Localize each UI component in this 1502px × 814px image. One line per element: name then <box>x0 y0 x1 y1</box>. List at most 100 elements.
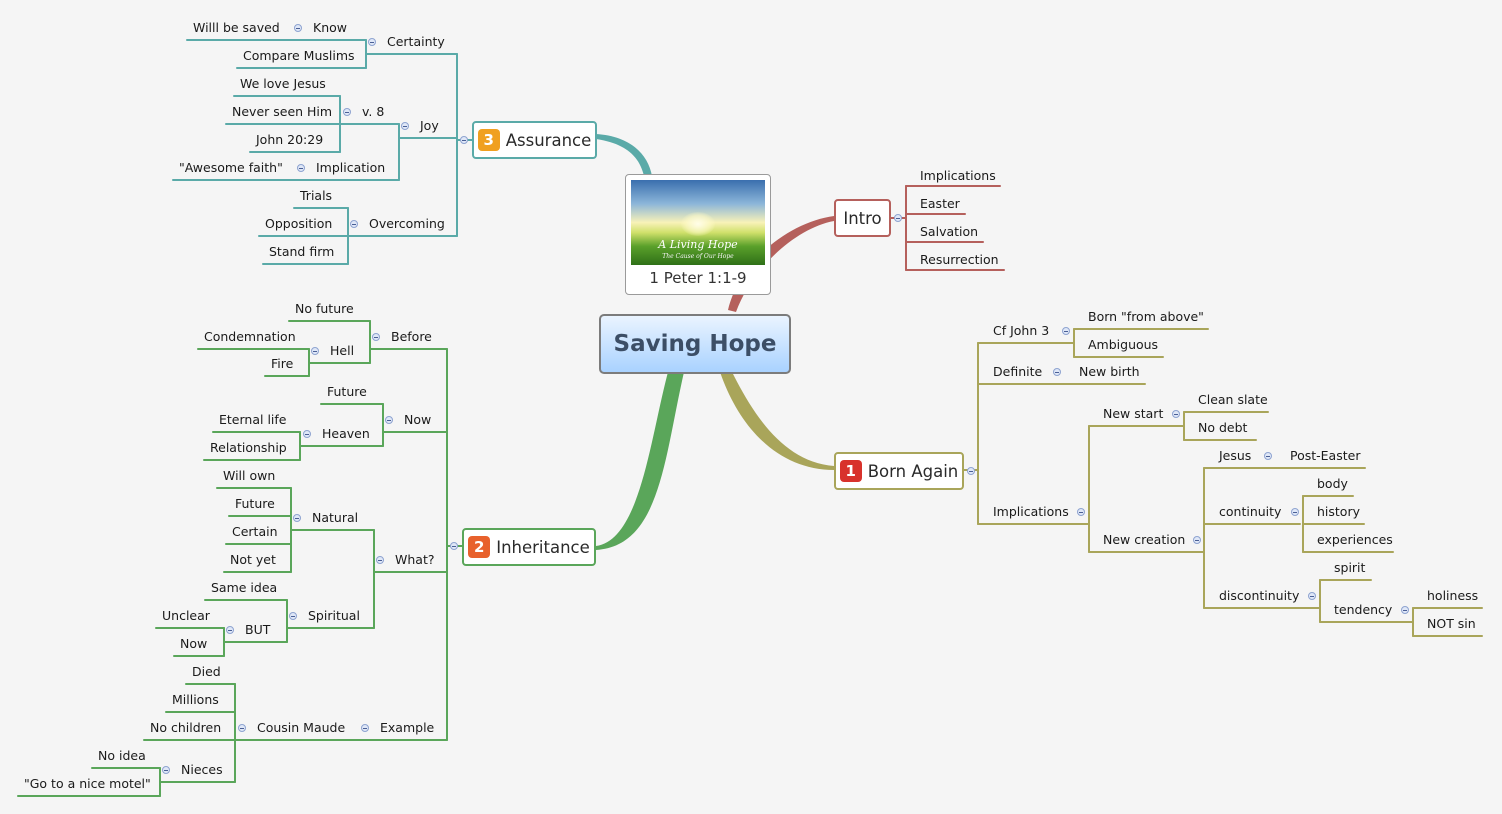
subtopic[interactable]: Hell <box>330 343 355 358</box>
subtopic[interactable]: Never seen Him <box>232 104 333 119</box>
subtopic[interactable]: Certain <box>232 524 278 539</box>
subtopic[interactable]: NOT sin <box>1427 616 1476 631</box>
subtopic[interactable]: What? <box>395 552 435 567</box>
subtopic[interactable]: Certainty <box>387 34 445 49</box>
collapse-toggle-icon[interactable] <box>238 724 246 732</box>
collapse-toggle-icon[interactable] <box>1308 592 1316 600</box>
subtopic[interactable]: Now <box>404 412 432 427</box>
collapse-toggle-icon[interactable] <box>293 514 301 522</box>
subtopic[interactable]: Spiritual <box>308 608 360 623</box>
subtopic[interactable]: Unclear <box>162 608 210 623</box>
topic-inheritance[interactable]: 2 Inheritance <box>462 528 596 566</box>
subtopic[interactable]: spirit <box>1334 560 1366 575</box>
subtopic[interactable]: Opposition <box>265 216 333 231</box>
subtopic[interactable]: Born "from above" <box>1088 309 1204 324</box>
subtopic[interactable]: Trials <box>300 188 333 203</box>
subtopic[interactable]: "Awesome faith" <box>179 160 283 175</box>
collapse-toggle-icon[interactable] <box>350 220 358 228</box>
subtopic[interactable]: Before <box>391 329 432 344</box>
subtopic[interactable]: Willl be saved <box>193 20 280 35</box>
collapse-toggle-icon[interactable] <box>226 626 234 634</box>
subtopic[interactable]: Relationship <box>210 440 287 455</box>
collapse-toggle-icon[interactable] <box>376 556 384 564</box>
subtopic[interactable]: Eternal life <box>219 412 287 427</box>
subtopic[interactable]: No debt <box>1198 420 1248 435</box>
subtopic[interactable]: Implication <box>316 160 386 175</box>
collapse-toggle-icon[interactable] <box>460 136 468 144</box>
subtopic[interactable]: tendency <box>1334 602 1393 617</box>
subtopic[interactable]: Post-Easter <box>1290 448 1361 463</box>
subtopic[interactable]: Compare Muslims <box>243 48 355 63</box>
subtopic[interactable]: Fire <box>271 356 294 371</box>
collapse-toggle-icon[interactable] <box>289 612 297 620</box>
subtopic[interactable]: Easter <box>920 196 960 211</box>
subtopic[interactable]: No idea <box>98 748 146 763</box>
subtopic[interactable]: Heaven <box>322 426 370 441</box>
collapse-toggle-icon[interactable] <box>1401 606 1409 614</box>
subtopic[interactable]: We love Jesus <box>240 76 326 91</box>
collapse-toggle-icon[interactable] <box>343 108 351 116</box>
collapse-toggle-icon[interactable] <box>450 542 458 550</box>
subtopic[interactable]: holiness <box>1427 588 1479 603</box>
subtopic[interactable]: Future <box>327 384 367 399</box>
subtopic[interactable]: No future <box>295 301 354 316</box>
subtopic[interactable]: continuity <box>1219 504 1282 519</box>
subtopic[interactable]: Future <box>235 496 275 511</box>
collapse-toggle-icon[interactable] <box>894 214 902 222</box>
topic-intro[interactable]: Intro <box>834 199 891 237</box>
subtopic[interactable]: Know <box>313 20 347 35</box>
subtopic[interactable]: Clean slate <box>1198 392 1268 407</box>
collapse-toggle-icon[interactable] <box>311 347 319 355</box>
subtopic[interactable]: New creation <box>1103 532 1186 547</box>
central-topic[interactable]: Saving Hope <box>599 314 791 374</box>
collapse-toggle-icon[interactable] <box>1053 368 1061 376</box>
collapse-toggle-icon[interactable] <box>385 416 393 424</box>
subtopic[interactable]: Implications <box>993 504 1069 519</box>
subtopic[interactable]: Same idea <box>211 580 278 595</box>
collapse-toggle-icon[interactable] <box>303 430 311 438</box>
subtopic[interactable]: Ambiguous <box>1088 337 1159 352</box>
subtopic[interactable]: Will own <box>223 468 276 483</box>
collapse-toggle-icon[interactable] <box>1193 536 1201 544</box>
collapse-toggle-icon[interactable] <box>372 333 380 341</box>
subtopic[interactable]: Definite <box>993 364 1043 379</box>
topic-assurance[interactable]: 3 Assurance <box>472 121 597 159</box>
subtopic[interactable]: Now <box>180 636 208 651</box>
subtopic[interactable]: John 20:29 <box>256 132 324 147</box>
collapse-toggle-icon[interactable] <box>368 38 376 46</box>
subtopic[interactable]: discontinuity <box>1219 588 1300 603</box>
subtopic[interactable]: v. 8 <box>362 104 385 119</box>
collapse-toggle-icon[interactable] <box>1264 452 1272 460</box>
subtopic[interactable]: experiences <box>1317 532 1393 547</box>
collapse-toggle-icon[interactable] <box>297 164 305 172</box>
subtopic[interactable]: Joy <box>420 118 439 133</box>
collapse-toggle-icon[interactable] <box>294 24 302 32</box>
collapse-toggle-icon[interactable] <box>1062 327 1070 335</box>
subtopic[interactable]: "Go to a nice motel" <box>24 776 151 791</box>
subtopic[interactable]: New start <box>1103 406 1164 421</box>
collapse-toggle-icon[interactable] <box>967 467 975 475</box>
collapse-toggle-icon[interactable] <box>361 724 369 732</box>
subtopic[interactable]: Condemnation <box>204 329 296 344</box>
subtopic[interactable]: Salvation <box>920 224 979 239</box>
subtopic[interactable]: BUT <box>245 622 271 637</box>
subtopic[interactable]: Natural <box>312 510 359 525</box>
subtopic[interactable]: Implications <box>920 168 996 183</box>
subtopic[interactable]: Resurrection <box>920 252 999 267</box>
subtopic[interactable]: New birth <box>1079 364 1140 379</box>
collapse-toggle-icon[interactable] <box>1172 410 1180 418</box>
subtopic[interactable]: Example <box>380 720 435 735</box>
subtopic[interactable]: Jesus <box>1219 448 1252 463</box>
subtopic[interactable]: Millions <box>172 692 219 707</box>
subtopic[interactable]: No children <box>150 720 222 735</box>
image-topic[interactable]: A Living Hope The Cause of Our Hope 1 Pe… <box>625 174 771 295</box>
subtopic[interactable]: Not yet <box>230 552 276 567</box>
collapse-toggle-icon[interactable] <box>1291 508 1299 516</box>
collapse-toggle-icon[interactable] <box>162 766 170 774</box>
collapse-toggle-icon[interactable] <box>1077 508 1085 516</box>
topic-born-again[interactable]: 1 Born Again <box>834 452 964 490</box>
subtopic[interactable]: Stand firm <box>269 244 335 259</box>
collapse-toggle-icon[interactable] <box>401 122 409 130</box>
subtopic[interactable]: history <box>1317 504 1360 519</box>
subtopic[interactable]: Cf John 3 <box>993 323 1050 338</box>
